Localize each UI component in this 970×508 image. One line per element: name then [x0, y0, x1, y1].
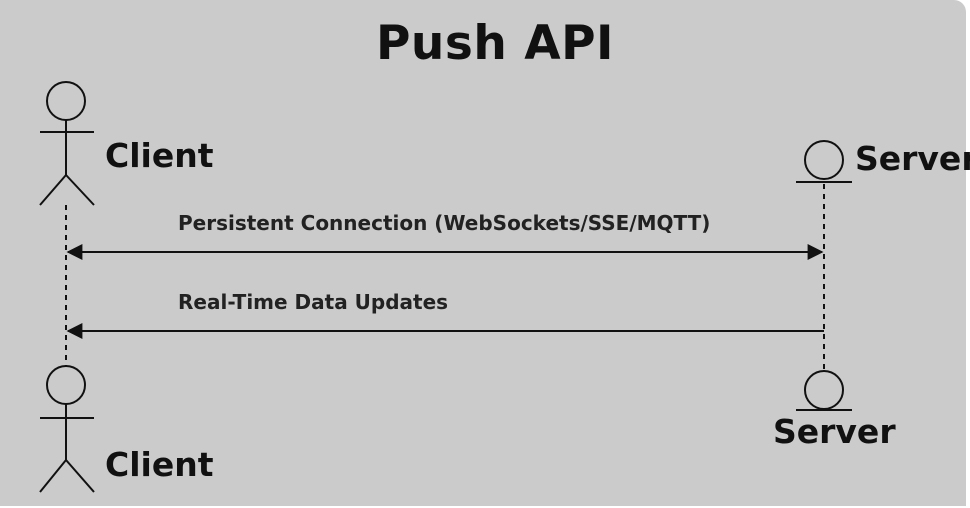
- persistent-connection-label: Persistent Connection (WebSockets/SSE/MQ…: [178, 211, 711, 235]
- server-top-label: Server: [855, 139, 970, 178]
- client-actor-bottom-icon: [39, 365, 95, 493]
- diagram-title: Push API: [375, 16, 614, 71]
- server-entity-bottom-icon: [796, 370, 852, 411]
- server-bottom-label: Server: [773, 412, 896, 451]
- data-updates-label: Real-Time Data Updates: [178, 290, 449, 314]
- client-actor-top-icon: [39, 81, 95, 206]
- server-entity-top-icon: [796, 140, 852, 183]
- page-edge: [966, 30, 970, 508]
- client-top-label: Client: [105, 136, 214, 175]
- client-bottom-label: Client: [105, 445, 214, 484]
